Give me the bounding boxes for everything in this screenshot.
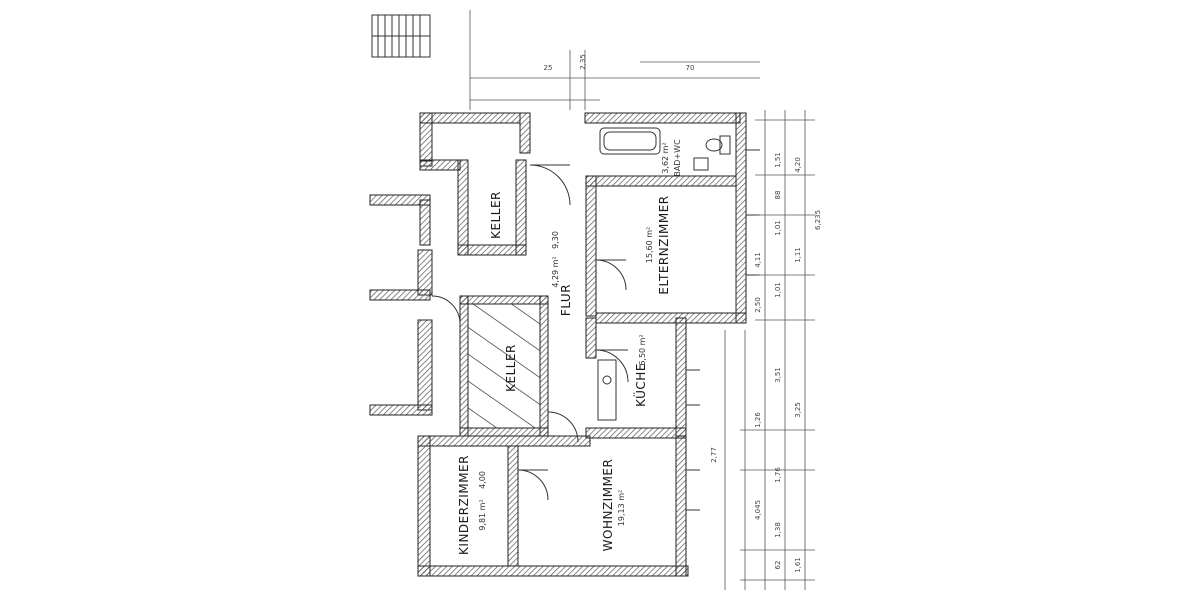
room-bad-wc-label: BAD+WC: [673, 139, 682, 177]
dim-label: 1,01: [774, 282, 782, 298]
dim-label: 4,045: [754, 500, 762, 520]
room-elternzimmer-area: 15,60 m²: [645, 227, 654, 263]
room-kueche-label: KÜCHE: [632, 363, 648, 407]
staircase: [371, 14, 431, 58]
dim-label: 1,01: [774, 220, 782, 236]
dim-label: 2,77: [710, 447, 718, 463]
room-elternzimmer-label: ELTERNZIMMER: [657, 195, 671, 294]
fixtures: [431, 127, 760, 511]
room-flur-label: FLUR: [559, 284, 573, 316]
room-wohnzimmer-label: WOHNZIMMER: [601, 459, 615, 552]
dim-label: 4,20: [794, 157, 802, 173]
walls: [369, 112, 747, 577]
room-flur-dim: 9,30: [551, 231, 560, 249]
keller-mid-hatch: [468, 304, 540, 428]
room-keller-top-label: KELLER: [489, 191, 503, 239]
room-kinderzimmer-label: KINDERZIMMER: [457, 455, 471, 555]
dim-label: 1,11: [794, 247, 802, 263]
room-bad-wc-area: 3,62 m²: [661, 142, 670, 173]
dim-label: 2,35: [579, 54, 587, 70]
dim-label: 1,51: [774, 152, 782, 168]
dim-label: 1,26: [754, 412, 762, 428]
room-keller-mid-label: KELLER: [504, 344, 518, 392]
dimension-lines: [469, 10, 815, 590]
room-wohnzimmer-area: 19,13 m²: [617, 490, 626, 526]
dim-label: 3,51: [774, 367, 782, 383]
dim-label: 88: [774, 191, 782, 200]
room-kueche-area: 6,50 m²: [638, 334, 647, 365]
dim-label: 1,38: [774, 522, 782, 538]
dim-label: 25: [544, 64, 553, 72]
dim-label: 2,50: [754, 297, 762, 313]
dimension-labels: 3,51 4,045 2,50 1,01 6,235 4,20 2,35 4,1…: [544, 54, 822, 573]
room-kinderzimmer-dim: 4,00: [478, 471, 487, 489]
dim-label: 4,11: [754, 252, 762, 268]
dim-label: 6,235: [814, 210, 822, 230]
room-kinderzimmer-area: 9,81 m²: [478, 499, 487, 530]
dim-label: 1,76: [774, 467, 782, 483]
room-flur-area: 4,29 m²: [551, 256, 560, 287]
dim-label: 3,25: [794, 402, 802, 418]
dim-label: 70: [686, 64, 695, 72]
dim-label: 62: [774, 561, 782, 570]
dim-label: 1,61: [794, 557, 802, 573]
